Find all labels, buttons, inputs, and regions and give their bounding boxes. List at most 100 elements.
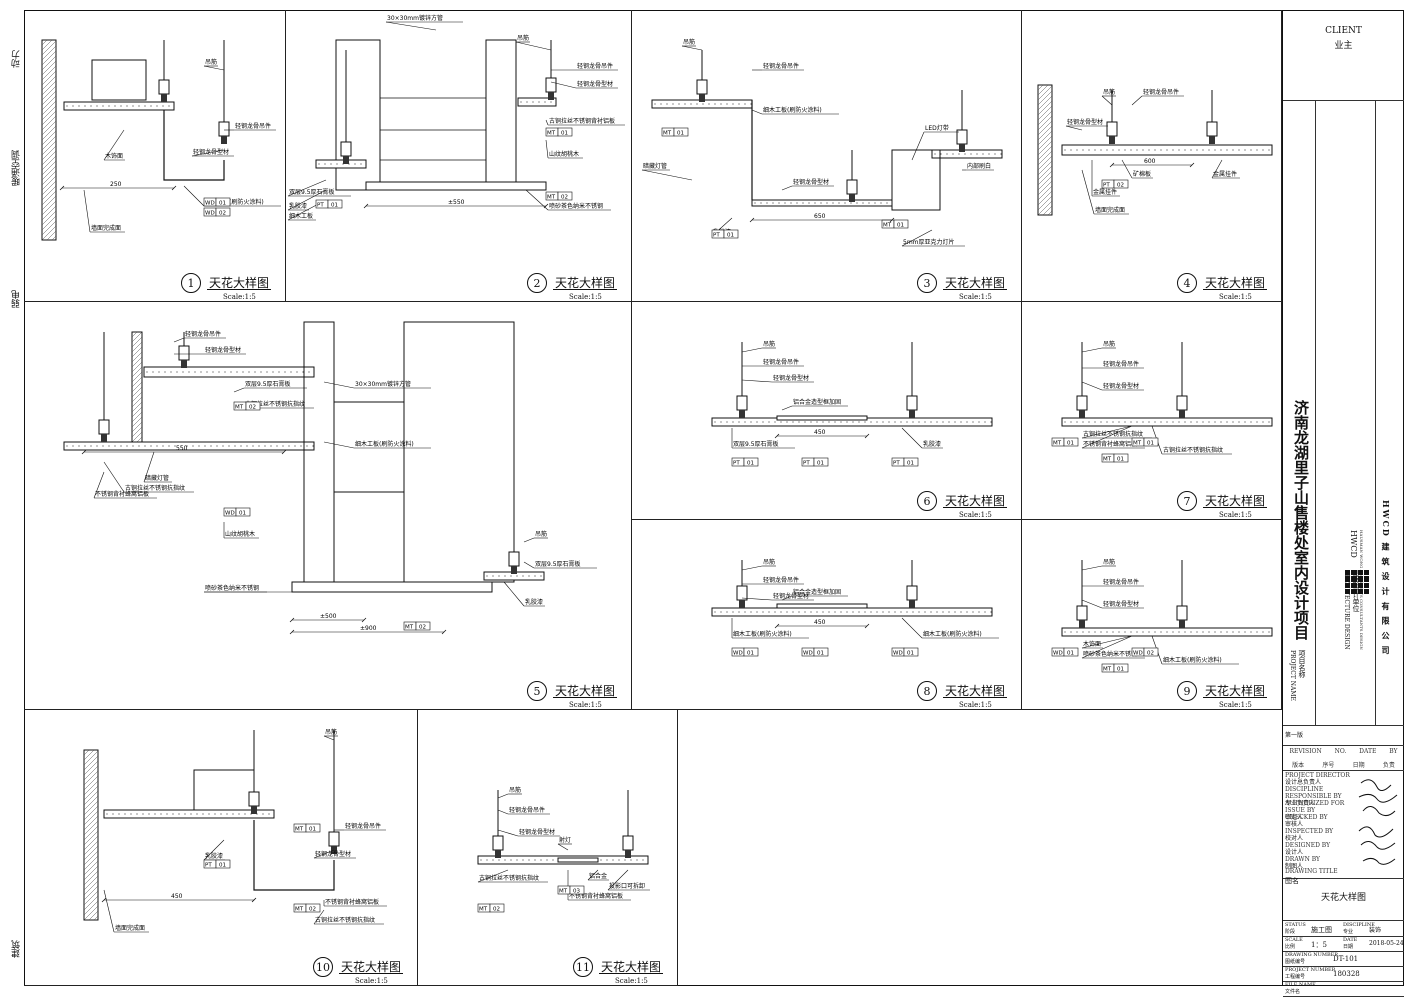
company-name: HWCD 建 筑 设 计 有 限 公 司 (1381, 500, 1391, 657)
annotation-label: 30×30mm镀锌方管 (355, 380, 411, 388)
annotation-label: 不锈钢背衬蜂窝铝板 (569, 892, 623, 900)
logo-square (1363, 576, 1369, 582)
material-tag: PT (893, 461, 900, 467)
logo-square (1363, 582, 1369, 588)
annotation-label: 吊筋 (1103, 558, 1115, 566)
annotation-label: 古铜拉丝不锈钢抗指纹 (1163, 446, 1223, 454)
logo-text: HWCD (1349, 530, 1358, 558)
rev-header-cn: 序号 (1322, 762, 1335, 769)
role-cn: 审定人 (1285, 814, 1304, 821)
dimension-label: 550 (176, 445, 188, 452)
material-tag: 01 (239, 511, 246, 517)
role-cn: 校对人 (1285, 835, 1304, 842)
detail-drawing: 30×30mm镀锌方管吊筋轻钢龙骨吊件轻钢龙骨型材古铜拉丝不锈钢背衬铝板山纹胡桃… (287, 14, 625, 221)
role-cn: 专业负责人 (1285, 800, 1316, 807)
detail-caption: 5 天花大样图 Scale:1:5 (526, 681, 617, 709)
annotation-label: 细木工板(刷防火涂料) (1163, 656, 1222, 664)
drawing-title-label-cn: 图名 (1285, 877, 1299, 885)
annotation-label: 轻钢龙骨吊件 (509, 806, 545, 814)
material-tag: MT (405, 625, 414, 631)
annotation-label: 不锈钢背衬蜂窝铝板 (325, 898, 379, 906)
material-tag: MT (883, 223, 892, 229)
role-cn: 审核人 (1285, 821, 1304, 828)
material-tag: 01 (1067, 651, 1074, 657)
detail-caption: 1 天花大样图 Scale:1:5 (180, 273, 271, 301)
detail-number: 2 (526, 273, 547, 293)
dimension-label: 650 (814, 213, 826, 220)
dimension-label: 450 (814, 429, 826, 436)
annotation-label: 轻钢龙骨吊件 (345, 822, 381, 830)
meta-value: 装饰 (1369, 927, 1382, 934)
revision-first: 第一版 (1285, 732, 1304, 739)
annotation-label: 金属挂件 (1093, 188, 1117, 196)
annotation-label: 乳胶漆 (525, 598, 543, 606)
material-tag: 01 (1117, 667, 1124, 673)
detail-caption: 3 天花大样图 Scale:1:5 (916, 273, 1007, 301)
detail-title: 天花大样图 (552, 275, 617, 290)
annotation-label: 暗藏灯管 (145, 474, 169, 482)
detail-panel-7: 吊筋轻钢龙骨吊件轻钢龙骨型材古铜拉丝不锈钢抗指纹不锈钢背衬蜂窝铝板古铜拉丝不锈钢… (1022, 302, 1282, 520)
material-tag: 01 (219, 863, 226, 869)
annotation-label: 墙面完成面 (1095, 206, 1125, 214)
discipline-label: 暖通空调 (12, 150, 22, 186)
role-en: PROJECT DIRECTOR (1285, 772, 1350, 779)
meta-label-en: FILE NAME (1285, 982, 1316, 988)
annotation-label: 轻钢龙骨型材 (1103, 600, 1139, 608)
meta-label-en: SCALE (1285, 937, 1303, 943)
client-label-cn: 业主 (1334, 41, 1353, 51)
detail-title: 天花大样图 (598, 959, 663, 974)
rev-header-cn: 负责 (1382, 762, 1395, 769)
rev-header: REVISION (1289, 748, 1322, 755)
detail-title: 天花大样图 (1202, 275, 1267, 290)
detail-scale: Scale:1:5 (222, 293, 256, 301)
meta-label-cn: 工程编号 (1285, 974, 1306, 980)
detail-number: 11 (572, 957, 593, 977)
annotation-label: 轻钢龙骨吊件 (185, 330, 221, 338)
drawing-title: 天花大样图 (1320, 893, 1366, 903)
material-tag: MT (547, 195, 556, 201)
detail-caption: 9 天花大样图 Scale:1:5 (1176, 681, 1267, 709)
role-en: INSPECTED BY (1285, 828, 1334, 835)
detail-caption: 8 天花大样图 Scale:1:5 (916, 681, 1007, 709)
material-tag: PT (713, 233, 720, 239)
material-tag: WD (225, 511, 235, 517)
detail-scale: Scale:1:5 (568, 701, 602, 709)
annotation-label: 木饰面 (1083, 640, 1101, 648)
material-tag: MT (1103, 457, 1112, 463)
detail-caption: 7 天花大样图 Scale:1:5 (1176, 491, 1267, 519)
material-tag: WD (803, 651, 813, 657)
meta-label-cn: 文件名 (1285, 989, 1301, 995)
role-en: CHECKED BY (1285, 814, 1328, 821)
detail-title: 天花大样图 (942, 493, 1007, 508)
discipline-strip: 动力 暖通空调 弱电 建筑 (8, 10, 24, 986)
material-tag: PT (317, 203, 324, 209)
annotation-label: 吊筋 (1103, 88, 1115, 96)
detail-drawing: 吊筋轻钢龙骨吊件轻钢龙骨型材射灯古铜拉丝不锈钢抗指纹不锈钢背衬蜂窝铝板铝合金投影… (477, 786, 650, 913)
annotation-label: 双层9.5厚石膏板 (733, 440, 779, 448)
logo-square (1351, 576, 1357, 582)
material-tag: 01 (747, 651, 754, 657)
detail-title: 天花大样图 (552, 683, 617, 698)
annotation-label: 吊筋 (683, 38, 695, 46)
material-tag: 01 (727, 233, 734, 239)
material-tag: 02 (309, 907, 316, 913)
material-tag: 01 (561, 131, 568, 137)
material-tag: 02 (249, 405, 256, 411)
material-tag: 01 (1117, 457, 1124, 463)
detail-number: 5 (526, 681, 547, 701)
meta-label-en: PROJECT NUMBER (1285, 967, 1336, 973)
material-tag: MT (295, 827, 304, 833)
detail-title: 天花大样图 (942, 275, 1007, 290)
material-tag: 01 (907, 651, 914, 657)
annotation-label: 轻钢龙骨型材 (1067, 118, 1103, 126)
meta-value: 2018-05-24 (1369, 940, 1404, 947)
annotation-label: 双层9.5厚石膏板 (245, 380, 291, 388)
material-tag: WD (205, 201, 215, 207)
annotation-label: 轻钢龙骨型材 (193, 148, 229, 156)
annotation-label: 轻钢龙骨吊件 (235, 122, 271, 130)
